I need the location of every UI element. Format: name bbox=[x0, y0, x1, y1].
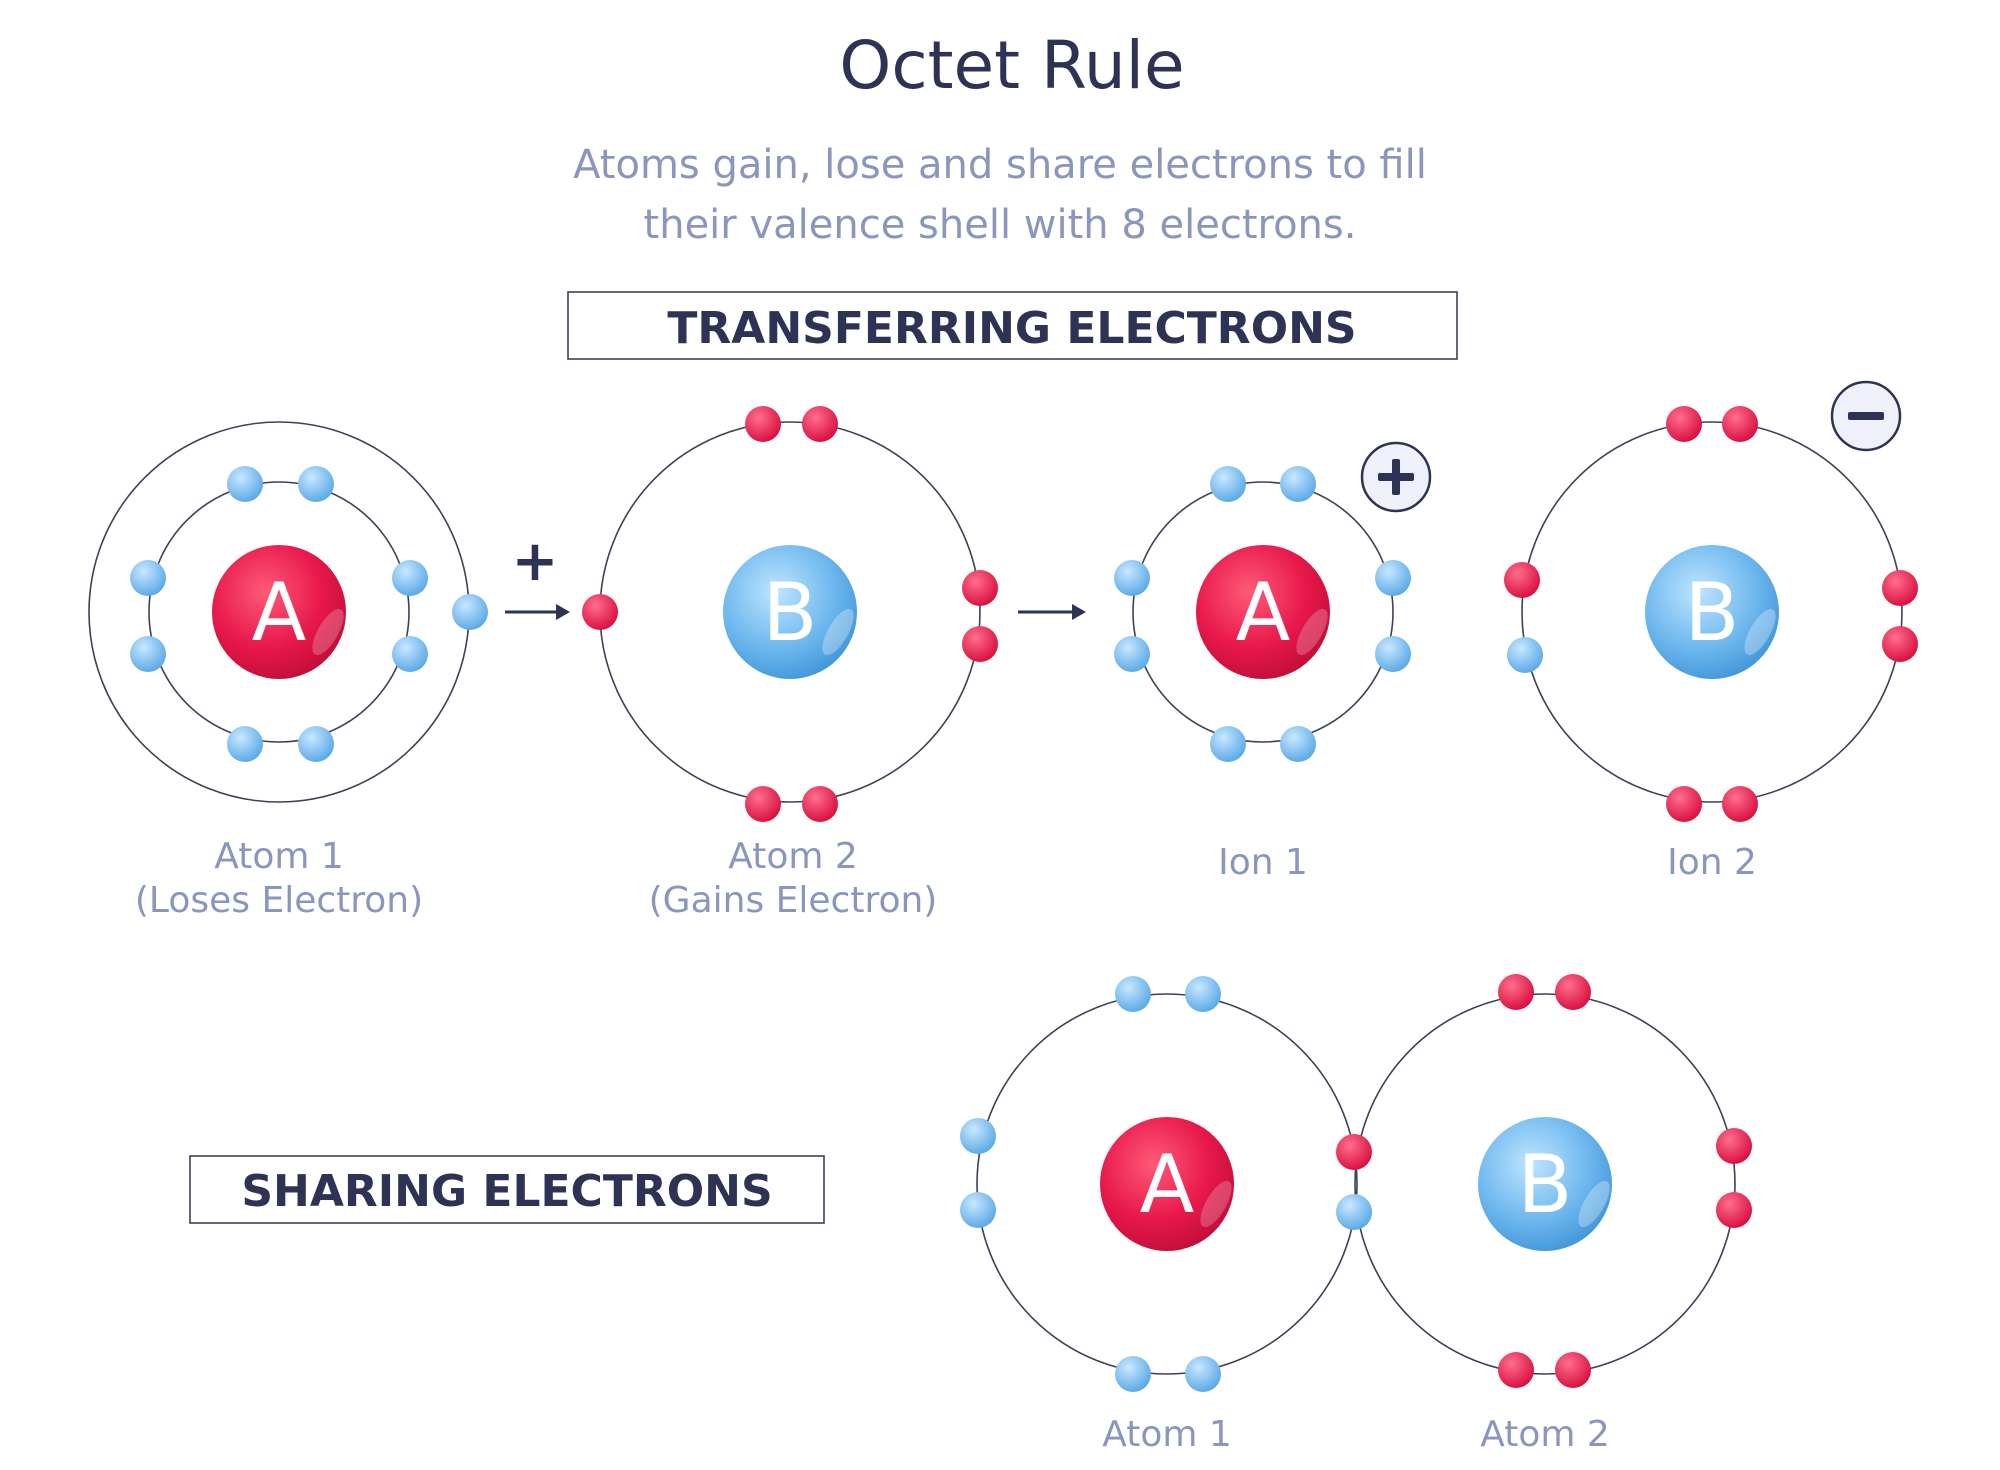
electron-blue bbox=[130, 636, 166, 672]
atom-2-subcaption: (Gains Electron) bbox=[649, 880, 938, 921]
electron-red-shared bbox=[1336, 1134, 1372, 1170]
transfer-heading: TRANSFERRING ELECTRONS bbox=[667, 303, 1356, 354]
transfer-heading-box: TRANSFERRING ELECTRONS bbox=[567, 291, 1458, 360]
sharing-atom-1: A bbox=[960, 976, 1358, 1392]
svg-text:A: A bbox=[1236, 566, 1291, 659]
electron-red bbox=[1882, 626, 1918, 662]
electron-red bbox=[1666, 406, 1702, 442]
svg-text:B: B bbox=[763, 566, 818, 659]
ion-1-caption: Ion 1 bbox=[1218, 842, 1308, 883]
ion-2: B bbox=[1504, 406, 1918, 822]
sharing-heading-box: SHARING ELECTRONS bbox=[189, 1155, 825, 1224]
ion-1: A bbox=[1114, 466, 1411, 762]
electron-red-incoming bbox=[582, 594, 618, 630]
electron-blue bbox=[130, 560, 166, 596]
electron-blue bbox=[392, 560, 428, 596]
shared-electron-pair bbox=[1336, 1134, 1372, 1230]
svg-text:B: B bbox=[1685, 566, 1740, 659]
plus-circle-icon bbox=[1360, 441, 1432, 513]
electron-red bbox=[962, 570, 998, 606]
atom-1-subcaption: (Loses Electron) bbox=[135, 880, 423, 921]
atom-1-caption: Atom 1 bbox=[214, 836, 344, 877]
electron-blue bbox=[1280, 466, 1316, 502]
electron-blue bbox=[1185, 1356, 1221, 1392]
transfer-atom-1: A bbox=[88, 421, 488, 803]
electron-blue bbox=[1210, 726, 1246, 762]
electron-red bbox=[745, 406, 781, 442]
atom-2-caption: Atom 2 bbox=[728, 836, 858, 877]
orbit bbox=[1354, 993, 1736, 1375]
electron-blue bbox=[298, 466, 334, 502]
nucleus-a: A bbox=[212, 545, 346, 679]
sharing-heading: SHARING ELECTRONS bbox=[241, 1166, 772, 1217]
nucleus-b: B bbox=[723, 545, 857, 679]
electron-blue bbox=[1115, 1356, 1151, 1392]
subtitle-line-2: their valence shell with 8 electrons. bbox=[644, 202, 1357, 248]
electron-blue bbox=[1375, 560, 1411, 596]
electron-blue bbox=[1114, 560, 1150, 596]
nucleus-a: A bbox=[1196, 545, 1330, 679]
orbit bbox=[1132, 481, 1394, 743]
svg-text:A: A bbox=[1140, 1138, 1195, 1231]
electron-red bbox=[745, 786, 781, 822]
electron-red bbox=[1716, 1128, 1752, 1164]
electron-blue bbox=[1280, 726, 1316, 762]
electron-blue bbox=[960, 1192, 996, 1228]
svg-text:A: A bbox=[252, 566, 307, 659]
electron-red bbox=[1716, 1192, 1752, 1228]
reaction-arrow-icon bbox=[1018, 604, 1086, 620]
electron-red bbox=[1722, 406, 1758, 442]
electron-red bbox=[802, 406, 838, 442]
electron-red bbox=[1498, 1352, 1534, 1388]
plus-sign: + bbox=[512, 529, 559, 594]
electron-blue bbox=[1375, 636, 1411, 672]
nucleus-a: A bbox=[1100, 1117, 1234, 1251]
subtitle-line-1: Atoms gain, lose and share electrons to … bbox=[573, 142, 1427, 188]
electron-red bbox=[1555, 1352, 1591, 1388]
nucleus-b: B bbox=[1645, 545, 1779, 679]
electron-red bbox=[1882, 570, 1918, 606]
electron-red bbox=[1498, 974, 1534, 1010]
electron-red bbox=[802, 786, 838, 822]
arrow-right-icon bbox=[505, 604, 570, 620]
transfer-atom-2: B bbox=[582, 406, 998, 822]
electron-blue bbox=[1115, 976, 1151, 1012]
svg-text:B: B bbox=[1518, 1138, 1573, 1231]
electron-blue bbox=[298, 726, 334, 762]
electron-blue bbox=[1210, 466, 1246, 502]
electron-red bbox=[962, 626, 998, 662]
electron-blue bbox=[960, 1118, 996, 1154]
electron-blue bbox=[1114, 636, 1150, 672]
electron-red bbox=[1666, 786, 1702, 822]
electron-red bbox=[1722, 786, 1758, 822]
orbit bbox=[1521, 421, 1903, 803]
nucleus-b: B bbox=[1478, 1117, 1612, 1251]
sharing-atom-1-caption: Atom 1 bbox=[1102, 1414, 1232, 1455]
electron-blue-gained bbox=[1507, 637, 1543, 673]
electron-blue bbox=[1185, 976, 1221, 1012]
inner-orbit bbox=[148, 481, 410, 743]
sharing-atom-2-caption: Atom 2 bbox=[1480, 1414, 1610, 1455]
electron-blue bbox=[227, 466, 263, 502]
electron-red bbox=[1504, 562, 1540, 598]
electron-blue-shared bbox=[1336, 1194, 1372, 1230]
minus-circle-icon bbox=[1830, 380, 1902, 452]
page-title: Octet Rule bbox=[839, 27, 1184, 104]
electron-blue bbox=[227, 726, 263, 762]
electron-red bbox=[1555, 974, 1591, 1010]
electron-blue bbox=[392, 636, 428, 672]
sharing-atom-2: B bbox=[1354, 974, 1752, 1388]
electron-blue-transferring bbox=[452, 594, 488, 630]
orbit bbox=[976, 993, 1358, 1375]
ion-2-caption: Ion 2 bbox=[1667, 842, 1757, 883]
